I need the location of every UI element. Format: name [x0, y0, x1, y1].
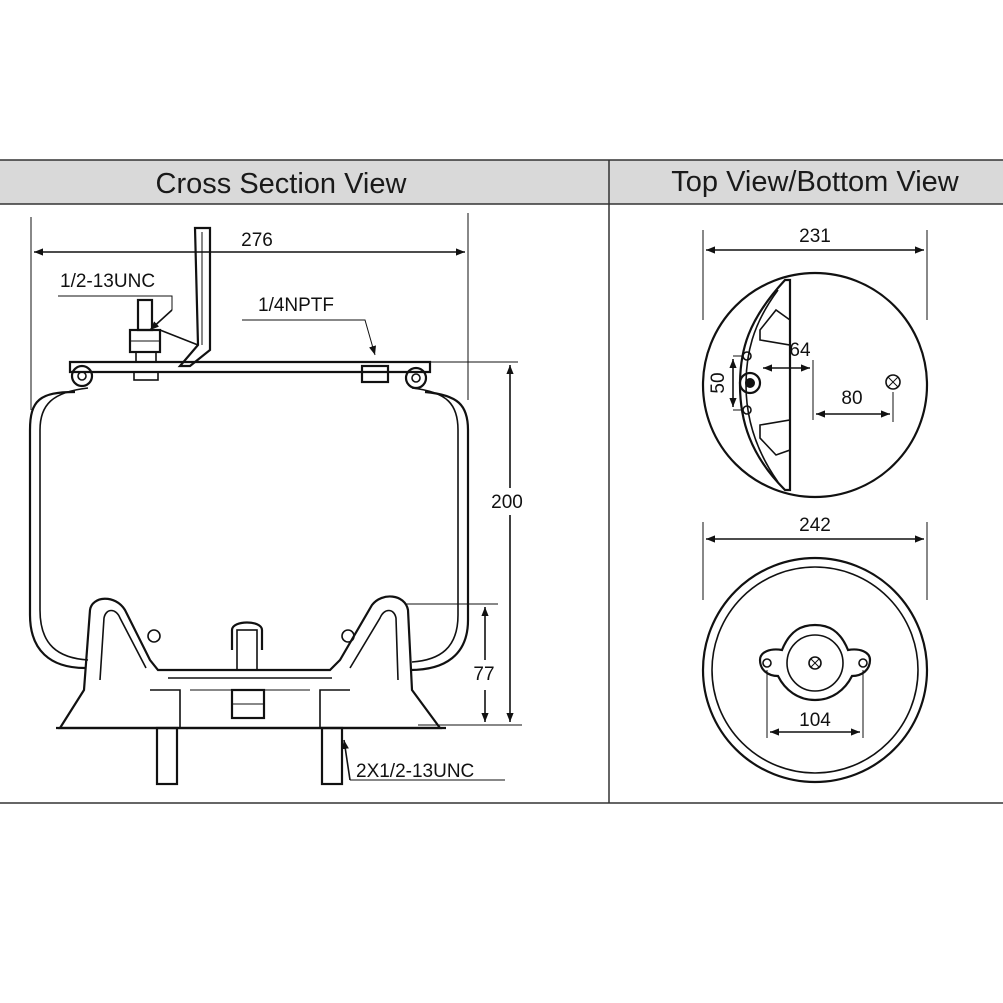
- bellows-right-outer: [409, 390, 470, 672]
- top-plate: [68, 360, 432, 374]
- left-bead-curl: [70, 364, 94, 388]
- offset-80-label: 80: [841, 388, 862, 409]
- bottom-stud-right: [320, 726, 344, 786]
- bottom-center-mark-icon: [808, 656, 822, 670]
- cross-section-title: Cross Section View: [156, 168, 408, 200]
- stud-spacing-label: 50: [708, 372, 729, 393]
- bottom-view-outline: [701, 556, 929, 784]
- bolt-hole-left: [762, 658, 772, 668]
- table-frame: [0, 159, 1003, 804]
- bolt-hole-right: [858, 658, 868, 668]
- cross-section-drawing: 276 1/2-13UNC 1/4NPTF: [28, 213, 523, 786]
- bottom-stud-left: [155, 726, 179, 786]
- bottom-studs-thread-label: 2X1/2-13UNC: [356, 761, 474, 782]
- top-bottom-title: Top View/Bottom View: [671, 166, 960, 198]
- top-stud: [136, 298, 154, 332]
- bottom-view-drawing: 242 104: [701, 515, 929, 784]
- top-view-stud: [738, 371, 762, 395]
- bolt-spacing-label: 104: [799, 710, 831, 731]
- bottom-center-boss: [786, 634, 844, 692]
- height-dimension-label: 200: [491, 492, 523, 513]
- piston: [58, 595, 443, 730]
- bracket: [177, 226, 212, 368]
- base-height-label: 77: [473, 664, 494, 685]
- air-port-icon: [885, 374, 901, 390]
- air-fitting-thread-label: 1/4NPTF: [258, 295, 334, 316]
- bottom-diameter-label: 242: [799, 515, 831, 536]
- bottom-piston-outline: [758, 623, 872, 702]
- header-band: [0, 160, 1003, 204]
- center-post: [230, 621, 264, 650]
- top-view-outline: [701, 271, 929, 499]
- width-dimension-label: 276: [241, 230, 273, 251]
- bellows-left-outer: [28, 390, 86, 670]
- top-stud-thread-label: 1/2-13UNC: [60, 271, 155, 292]
- air-fitting: [360, 364, 390, 384]
- top-diameter-label: 231: [799, 226, 831, 247]
- offset-64-label: 64: [789, 340, 811, 361]
- top-view-drawing: 231 50 64 80: [701, 226, 929, 499]
